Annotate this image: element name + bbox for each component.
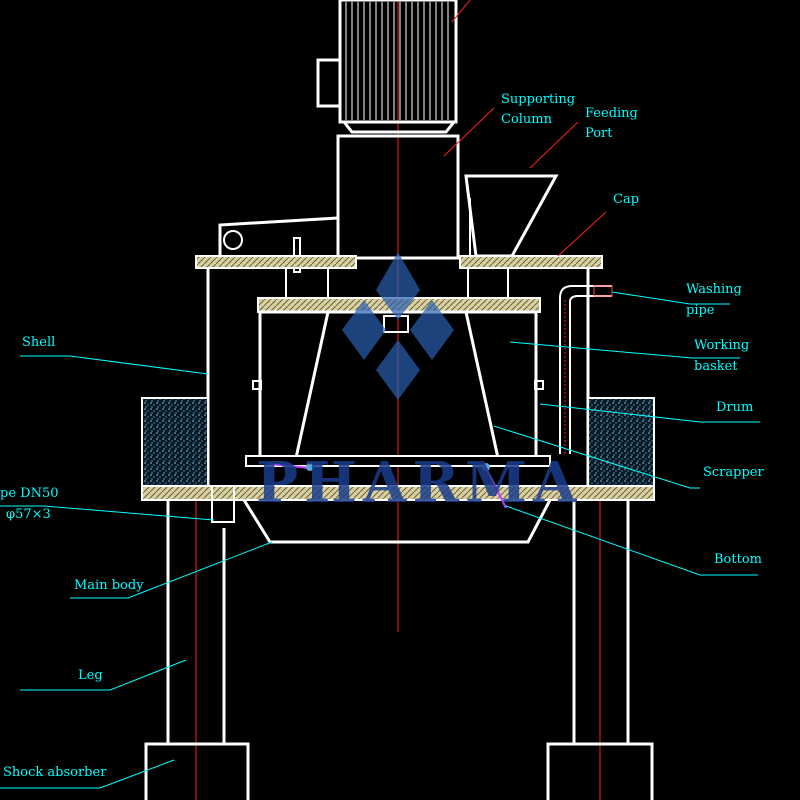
label-feeding-port-2: Port [585, 126, 613, 141]
feeding-port [464, 174, 559, 258]
cap [195, 255, 603, 299]
motor [316, 0, 458, 134]
label-working-basket: Working [694, 338, 749, 353]
leader-lines [0, 0, 760, 789]
scrapper [269, 463, 507, 509]
label-washing-pipe-2: pipe [686, 303, 715, 318]
label-drum: Drum [716, 400, 753, 415]
label-shock-absorber: Shock absorber [3, 765, 107, 780]
watermark-text: PHARMA [256, 450, 582, 516]
labels: Supporting Column Feeding Port Cap Washi… [0, 92, 764, 780]
washing-pipe [559, 285, 613, 454]
label-shell: Shell [22, 335, 55, 350]
label-washing-pipe: Washing [686, 282, 742, 297]
label-main-body: Main body [74, 578, 144, 593]
label-pipe-size: φ57×3 [6, 507, 51, 522]
watermark: PHARMA [256, 252, 582, 516]
label-pipe-dn50: pe DN50 [0, 486, 59, 501]
label-leg: Leg [78, 668, 103, 683]
label-supporting-column: Supporting [501, 92, 575, 107]
label-bottom: Bottom [714, 552, 762, 567]
shock-absorber-left [144, 742, 250, 800]
base-flange [141, 455, 655, 501]
label-scrapper: Scrapper [703, 465, 764, 480]
watermark-logo-icon [342, 252, 454, 400]
label-supporting-column-2: Column [501, 112, 553, 127]
shock-absorber-right [546, 742, 654, 800]
legs [166, 500, 630, 744]
insulation-left [141, 397, 209, 487]
insulation-right [587, 397, 655, 487]
label-working-basket-2: basket [694, 359, 738, 374]
main-body-bottom [211, 485, 552, 544]
label-feeding-port: Feeding [585, 106, 638, 121]
label-cap: Cap [613, 192, 639, 207]
